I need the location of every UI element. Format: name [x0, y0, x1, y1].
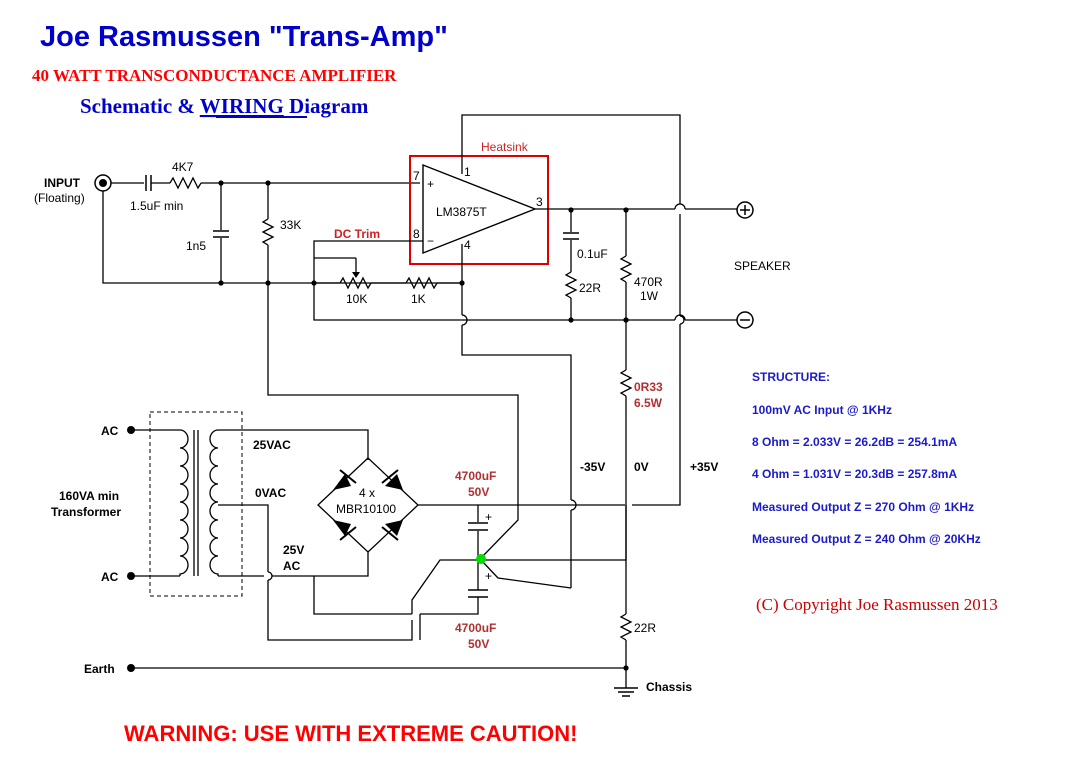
cap-bottom-plus: + [485, 569, 492, 583]
earth-label: Earth [84, 662, 115, 676]
pot-label: 10K [346, 292, 367, 306]
bridge-part: MBR10100 [336, 502, 396, 516]
zobel-cap-label: 0.1uF [577, 247, 608, 261]
cap-top-label-2: 50V [468, 485, 489, 499]
star-ground-point [476, 554, 486, 564]
reservoir-cap-top [468, 522, 488, 531]
structure-line-4: Measured Output Z = 270 Ohm @ 1KHz [752, 500, 974, 514]
resistor-earth-22r [619, 613, 633, 641]
sec-ct-label: 0VAC [255, 486, 286, 500]
pin8: 8 [413, 227, 420, 241]
resistor-0r33 [619, 369, 633, 397]
structure-line-3: 4 Ohm = 1.031V = 20.3dB = 257.8mA [752, 467, 957, 481]
speaker-terminal-minus[interactable] [736, 311, 754, 329]
pin4: 4 [464, 238, 471, 252]
copyright: (C) Copyright Joe Rasmussen 2013 [756, 595, 998, 614]
cap-top-label-1: 4700uF [455, 469, 496, 483]
sec-bottom-label-2: AC [283, 559, 301, 573]
secondary-winding [209, 429, 219, 576]
rail-neg-label: -35V [580, 460, 605, 474]
input-capacitor [145, 175, 152, 191]
pin3: 3 [536, 195, 543, 209]
opamp-plus: + [427, 177, 434, 191]
dc-trim-label: DC Trim [334, 227, 380, 241]
diagram-title: Schematic & WIRING Diagram [80, 94, 369, 118]
sec-bottom-label-1: 25V [283, 543, 304, 557]
diagram-title-suffix: Diagram [284, 94, 369, 118]
resistor-470r [619, 255, 633, 283]
diagram-title-underlined: WIRING [200, 94, 284, 118]
input-cap-label: 1.5uF min [130, 199, 183, 213]
sec-top-label: 25VAC [253, 438, 291, 452]
structure-line-2: 8 Ohm = 2.033V = 26.2dB = 254.1mA [752, 435, 957, 449]
input-note: (Floating) [34, 191, 85, 205]
diagram-title-prefix: Schematic & [80, 94, 200, 118]
dc-trim-pot [339, 276, 372, 290]
cap-bottom-label-1: 4700uF [455, 621, 496, 635]
shunt-capacitor-1n5 [213, 230, 229, 238]
res-470r-label: 470R [634, 275, 663, 289]
transformer-rating: 160VA min [59, 489, 119, 503]
cap-top-plus: + [485, 510, 492, 524]
heatsink-box [409, 155, 549, 265]
transformer-label: Transformer [51, 505, 121, 519]
input-jack[interactable] [94, 174, 112, 192]
zobel-capacitor [563, 232, 579, 240]
speaker-terminal-plus[interactable] [736, 201, 754, 219]
rail-zero-label: 0V [634, 460, 649, 474]
resistor-33k [261, 218, 275, 246]
resistor-33k-label: 33K [280, 218, 301, 232]
earth-res-label: 22R [634, 621, 656, 635]
resistor-1k [405, 276, 438, 290]
heatsink-label: Heatsink [481, 140, 529, 154]
input-res-label: 4K7 [172, 160, 194, 174]
pin1: 1 [464, 165, 471, 179]
shunt-cap-label: 1n5 [186, 239, 206, 253]
structure-line-5: Measured Output Z = 240 Ohm @ 20KHz [752, 532, 981, 546]
speaker-label: SPEAKER [734, 259, 791, 273]
res-0r33-power: 6.5W [634, 396, 663, 410]
input-resistor [169, 176, 202, 190]
title-name: Joe Rasmussen [40, 21, 261, 53]
transformer-enclosure [149, 411, 243, 597]
zobel-resistor [564, 271, 578, 299]
opamp-part-label: LM3875T [436, 205, 487, 219]
lm3875-opamp [422, 163, 537, 255]
cap-bottom-label-2: 50V [468, 637, 489, 651]
title-main: Joe Rasmussen "Trans-Amp" [40, 21, 448, 53]
res-1k-label: 1K [411, 292, 426, 306]
res-470r-power: 1W [640, 289, 659, 303]
title-product: "Trans-Amp" [269, 21, 448, 53]
ac-top-label: AC [101, 424, 119, 438]
opamp-minus: − [427, 234, 434, 248]
pin7: 7 [413, 169, 420, 183]
warning: WARNING: USE WITH EXTREME CAUTION! [124, 721, 577, 746]
chassis-ground-icon [614, 687, 638, 697]
reservoir-cap-bottom [468, 589, 488, 598]
chassis-label: Chassis [646, 680, 692, 694]
subtitle: 40 WATT TRANSCONDUCTANCE AMPLIFIER [32, 66, 397, 85]
structure-heading: STRUCTURE: [752, 370, 830, 384]
rail-pos-label: +35V [690, 460, 718, 474]
ac-terminals[interactable] [127, 426, 135, 580]
primary-winding [179, 429, 189, 576]
bridge-count: 4 x [359, 486, 375, 500]
input-label: INPUT [44, 176, 81, 190]
structure-line-1: 100mV AC Input @ 1KHz [752, 403, 892, 417]
ac-bottom-label: AC [101, 570, 119, 584]
zobel-res-label: 22R [579, 281, 601, 295]
res-0r33-label: 0R33 [634, 380, 663, 394]
